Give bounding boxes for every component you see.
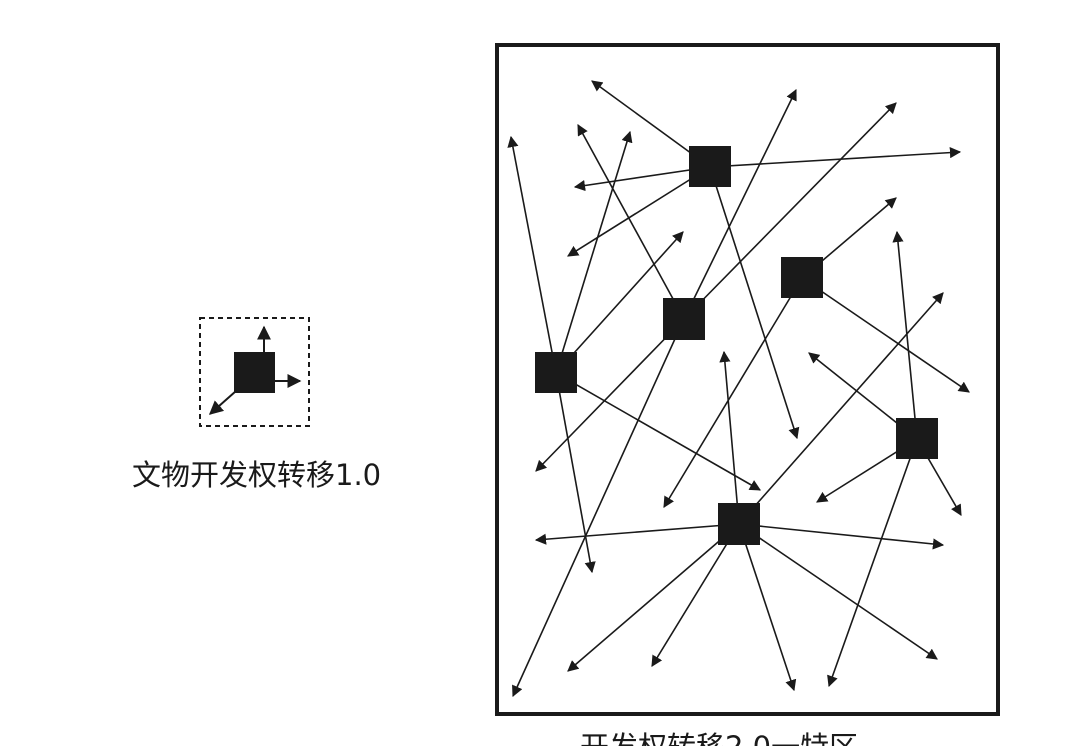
arrow xyxy=(892,230,918,440)
caption-transfer-2-0: 开发权转移2.0一特区 xyxy=(580,724,858,746)
node-square xyxy=(718,503,760,545)
arrow xyxy=(573,166,711,192)
arrow xyxy=(555,372,761,491)
arrow xyxy=(651,523,740,667)
arrow xyxy=(738,292,944,525)
arrow xyxy=(555,231,684,374)
node-square xyxy=(663,298,705,340)
arrow xyxy=(555,130,633,374)
zone-boundary xyxy=(495,43,1000,716)
arrow xyxy=(801,277,970,393)
arrow xyxy=(534,523,740,545)
node-square xyxy=(535,352,577,393)
arrow xyxy=(738,523,938,660)
right-panel-2-0 xyxy=(495,43,1000,716)
arrow xyxy=(567,523,740,672)
node-square xyxy=(781,257,823,298)
arrow xyxy=(512,318,685,698)
node-square xyxy=(896,418,938,459)
node-square xyxy=(234,352,275,393)
arrow xyxy=(709,166,800,440)
arrow xyxy=(555,372,596,574)
arrow xyxy=(663,277,803,508)
left-panel-1-0 xyxy=(199,317,310,427)
arrow xyxy=(738,523,797,692)
arrow xyxy=(709,147,962,168)
right-arrows xyxy=(507,80,970,698)
nodes xyxy=(535,146,938,545)
arrow xyxy=(683,102,897,320)
arrow xyxy=(567,166,711,257)
left-arrows xyxy=(208,325,302,415)
arrow xyxy=(507,135,557,374)
node-square xyxy=(689,146,731,187)
dashed-boundary xyxy=(199,317,310,427)
arrow xyxy=(577,124,685,320)
arrow xyxy=(535,318,685,472)
arrow xyxy=(719,350,740,525)
arrow xyxy=(683,88,797,320)
arrow-down-left xyxy=(208,390,237,415)
caption-transfer-1-0: 文物开发权转移1.0 xyxy=(132,458,382,492)
arrow xyxy=(827,438,918,688)
arrow xyxy=(738,523,945,550)
